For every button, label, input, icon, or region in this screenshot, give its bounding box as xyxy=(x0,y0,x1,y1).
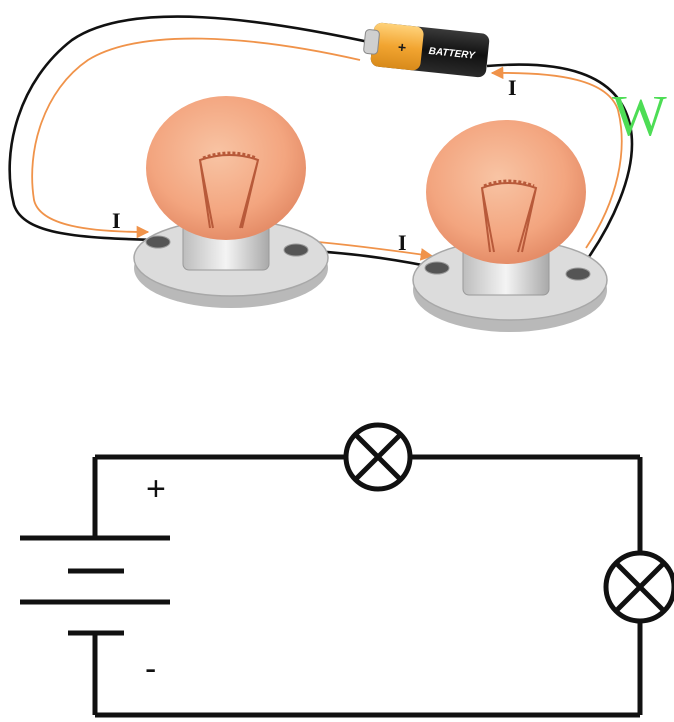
current-label-left: I xyxy=(112,208,121,233)
schematic-lamp-top xyxy=(343,422,413,492)
schematic-circuit xyxy=(20,422,674,718)
bulb-right-terminal-right xyxy=(565,267,591,281)
wire-right-loop xyxy=(486,63,634,273)
schematic-minus-sign: - xyxy=(145,650,156,688)
battery: + BATTERY xyxy=(363,22,490,78)
bulb-left-glass xyxy=(146,96,306,240)
battery-plus-label: + xyxy=(397,39,407,56)
schematic-lamp-right xyxy=(603,550,674,624)
bulb-left xyxy=(133,96,329,308)
pictorial-circuit: + BATTERY I I xyxy=(8,15,667,332)
current-arrow-left xyxy=(31,37,361,239)
schematic-plus-sign: + xyxy=(146,470,166,508)
current-arrow-middle xyxy=(317,241,434,261)
bulb-left-filament xyxy=(198,154,260,229)
bulb-left-terminal-right xyxy=(283,243,309,257)
wire-left-loop xyxy=(8,15,379,242)
bulb-right xyxy=(412,120,608,332)
battery-label: BATTERY xyxy=(428,46,477,62)
bulb-right-filament xyxy=(480,182,538,253)
bulb-right-glass xyxy=(426,120,586,264)
current-label-middle: I xyxy=(398,230,407,255)
bulb-right-terminal-left xyxy=(424,261,450,275)
bulb-left-terminal-left xyxy=(145,235,171,249)
current-label-right: I xyxy=(508,75,517,100)
current-arrow-right xyxy=(490,66,623,249)
corner-letter: W xyxy=(612,83,667,148)
schematic-battery xyxy=(20,535,170,636)
